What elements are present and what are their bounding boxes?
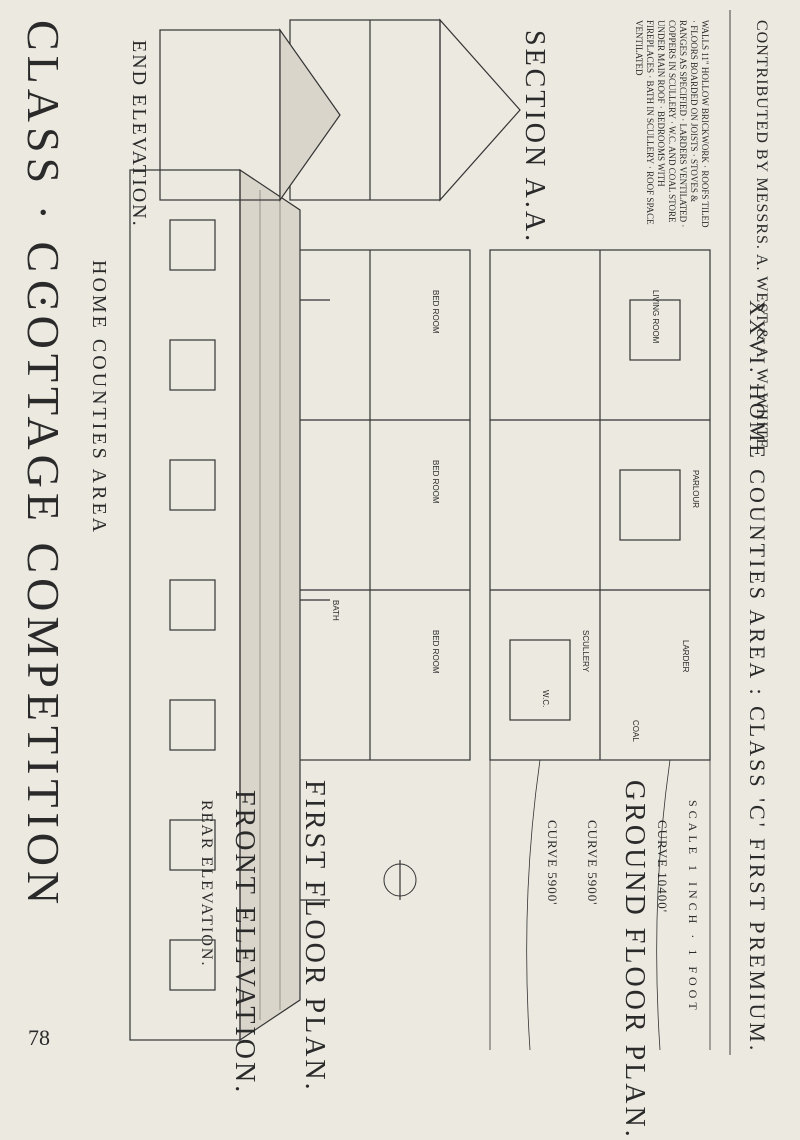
curve-label-3: CURVE 10400'	[655, 820, 670, 914]
drawing-plate: XXVI. HOME COUNTIES AREA : CLASS 'C' FIR…	[18, 10, 770, 1140]
room-label: SCULLERY	[581, 630, 590, 673]
front-elevation-title: FRONT ELEVATION.	[229, 790, 260, 1096]
ground-floor-plan	[489, 249, 711, 1051]
room-label: BED ROOM	[431, 630, 440, 674]
curve-label-1: CURVE 5900'	[585, 820, 600, 906]
plate-drawing	[129, 10, 731, 1055]
room-label: COAL	[631, 720, 640, 742]
room-label: BATH	[331, 600, 340, 621]
room-label: LIVING ROOM	[651, 290, 660, 344]
room-label: LARDER	[681, 640, 690, 673]
bottom-subtitle: HOME COUNTIES AREA	[88, 260, 110, 536]
first-floor-title: FIRST FLOOR PLAN.	[299, 780, 330, 1093]
page-number: 78	[28, 1025, 50, 1050]
scale-label: SCALE 1 INCH · 1 FOOT	[686, 800, 700, 1014]
room-label: W.C.	[541, 690, 550, 708]
class-label: CLASS · C ·	[18, 20, 69, 314]
curve-label-2: CURVE 5900'	[545, 820, 560, 906]
plate-design-line: CONTRIBUTED BY MESSRS. A. WEST & A. W. W…	[753, 20, 770, 450]
front-elevation	[129, 168, 330, 1042]
end-elevation-title: END ELEVATION.	[128, 40, 150, 228]
room-label: PARLOUR	[691, 470, 700, 509]
room-label: BED ROOM	[431, 460, 440, 504]
section-title: SECTION A.A.	[519, 30, 550, 245]
bottom-title: COTTAGE COMPETITION	[18, 280, 69, 910]
ground-floor-title: GROUND FLOOR PLAN.	[619, 780, 650, 1140]
section-a-a	[159, 18, 521, 202]
room-label: BED ROOM	[431, 290, 440, 334]
specification-notes: WALLS 11" HOLLOW BRICKWORK · ROOFS TILED…	[634, 20, 710, 228]
rear-elevation-title: REAR ELEVATION.	[198, 800, 215, 968]
